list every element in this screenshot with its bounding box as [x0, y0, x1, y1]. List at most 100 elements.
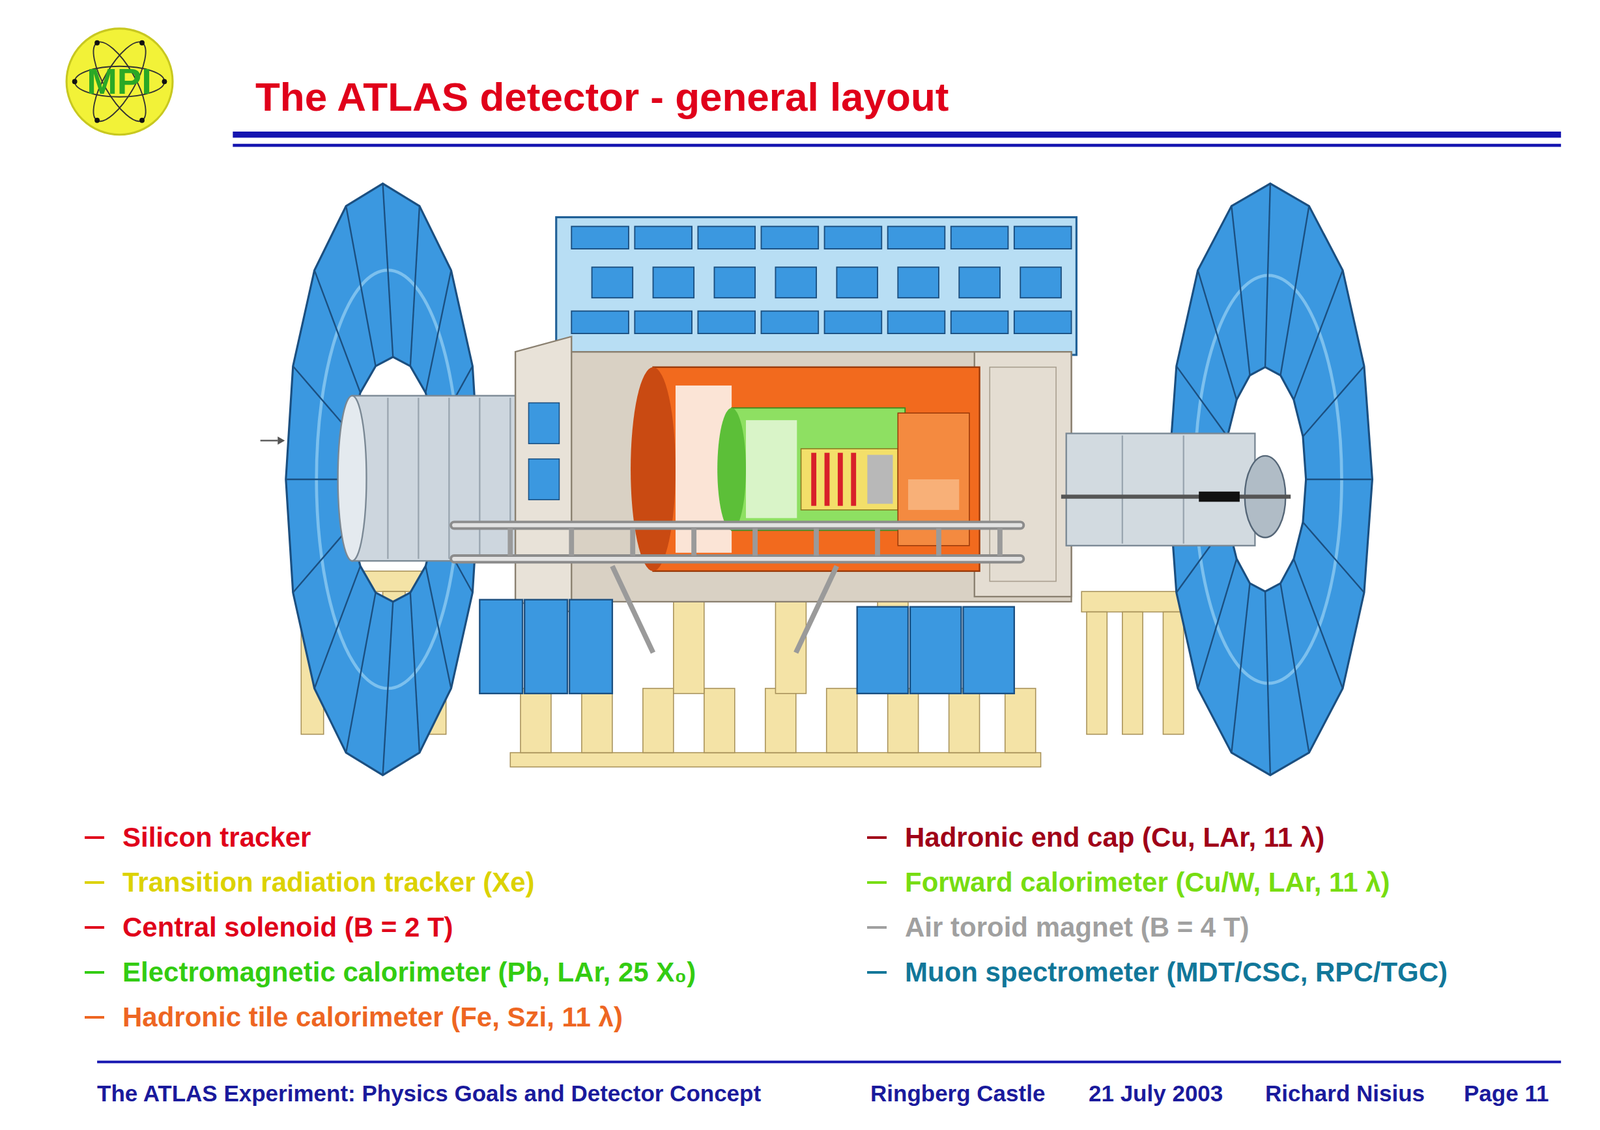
- right-muon-wheel-part-part: [1306, 478, 1373, 481]
- left-muon-wheel-part-part: [383, 601, 394, 776]
- support-feet-part: [704, 688, 735, 754]
- support-feet-part: [1162, 612, 1184, 735]
- support-feet-part: [949, 688, 980, 754]
- footer-text: The ATLAS Experiment: Physics Goals and …: [97, 1080, 761, 1107]
- left-endcap-cylinder-part: [352, 396, 531, 562]
- barrel-muon-chambers-part-part: [760, 226, 819, 249]
- legend-dash: [867, 881, 887, 885]
- support-feet-part: [520, 688, 552, 754]
- barrel-body-part: [989, 367, 1057, 582]
- right-muon-wheel-part-part: [1231, 583, 1250, 754]
- barrel-muon-chambers-part-part: [697, 311, 756, 334]
- legend-text: Muon spectrometer (MDT/CSC, RPC/TGC): [904, 957, 1448, 989]
- right-muon-wheel-part-part: [1280, 583, 1310, 754]
- left-endcap-cylinder-part-part: [417, 398, 419, 559]
- footer-text: Ringberg Castle: [870, 1080, 1045, 1107]
- barrel-muon-chambers-part-part: [634, 311, 692, 334]
- barrel-muon-chambers-part-part: [1020, 267, 1062, 298]
- right-endcap-cylinder-part: [1183, 435, 1185, 544]
- legend-dash: [84, 926, 105, 929]
- calorimeters-and-tracker-part: [908, 479, 959, 511]
- right-muon-wheel-part-part: [1293, 558, 1343, 689]
- barrel-body: [515, 336, 1072, 613]
- legend-text: Forward calorimeter (Cu/W, LAr, 11 λ): [904, 867, 1391, 899]
- calorimeters-and-tracker-part: [801, 448, 899, 511]
- right-muon-wheel-part-part: [1280, 205, 1310, 376]
- left-muon-wheel-part-part: [345, 592, 376, 754]
- right-muon-wheel-part-part: [1198, 558, 1238, 689]
- bottom-muon-chambers-part: [524, 600, 568, 694]
- left-muon-wheel-part-part: [425, 270, 451, 393]
- support-feet-part: [887, 688, 919, 754]
- right-endcap-cylinder-part: [1061, 494, 1291, 499]
- barrel-muon-chambers-part: [571, 226, 1072, 334]
- support-feet-part: [581, 688, 613, 754]
- institute-logo-part: [84, 35, 156, 129]
- title-rule-part: [232, 143, 1561, 148]
- barrel-muon-chambers-part-part: [951, 226, 1009, 249]
- barrel-muon-chambers: [556, 217, 1077, 356]
- left-muon-wheel-part-part: [425, 566, 451, 689]
- left-muon-wheel-part-part: [410, 592, 420, 754]
- toroid-coils-part-part: [629, 528, 636, 556]
- barrel-muon-chambers-part-part: [824, 226, 883, 249]
- logo-text: MPI: [86, 60, 152, 103]
- calorimeters-and-tracker-part: [745, 420, 797, 518]
- calorimeters-and-tracker-part: [824, 452, 830, 506]
- left-endcap-cylinder-part: [387, 398, 511, 559]
- legend-dash: [84, 1016, 105, 1019]
- left-endcap-cylinder-part-part: [448, 398, 450, 559]
- support-feet-part: [765, 688, 797, 754]
- barrel-muon-chambers-part-part: [571, 226, 629, 249]
- barrel-muon-chambers-part-part: [775, 267, 817, 298]
- barrel-muon-chambers-part-part: [1014, 311, 1072, 334]
- barrel-muon-chambers-part-part: [714, 267, 756, 298]
- toroid-coils-part-part: [796, 566, 838, 653]
- barrel-muon-chambers-part-part: [958, 267, 1000, 298]
- barrel-muon-chambers-part-part: [824, 311, 883, 334]
- institute-logo-part: [66, 28, 173, 135]
- institute-logo-part: [162, 78, 168, 85]
- right-muon-wheel-part-part: [1265, 183, 1271, 368]
- right-muon-wheel-part-part: [1176, 366, 1228, 437]
- legend-dash: [84, 971, 105, 974]
- toroid-coils-part: [454, 525, 1021, 559]
- left-endcap-cylinder: [338, 396, 531, 562]
- left-endcap-cylinder-part: [338, 396, 367, 562]
- right-muon-wheel-part-part: [1302, 522, 1365, 593]
- bottom-muon-chambers-part: [910, 607, 961, 694]
- bottom-muon-chambers-part: [479, 600, 523, 694]
- right-endcap-cylinder-part: [1121, 435, 1124, 544]
- institute-logo-part: [139, 117, 145, 124]
- barrel-muon-chambers-part-part: [887, 226, 946, 249]
- beam-arrow-part: [260, 439, 279, 442]
- right-muon-wheel-part-part: [1198, 270, 1238, 400]
- right-muon-wheel-part-part: [1231, 205, 1250, 376]
- calorimeters-and-tracker-part: [850, 452, 857, 506]
- toroid-coils-part-part: [874, 528, 881, 556]
- right-endcap-cylinder-part: [1066, 433, 1256, 546]
- institute-logo-part: [84, 35, 156, 129]
- toroid-coils-part-part: [936, 528, 942, 556]
- legend-text: Silicon tracker: [122, 822, 311, 854]
- footer-text: Page 11: [1463, 1080, 1549, 1107]
- toroid-coils-part: [454, 525, 1021, 559]
- legend-text: Central solenoid (B = 2 T): [122, 912, 454, 944]
- barrel-muon-chambers-part-part: [887, 311, 946, 334]
- legend-text: Electromagnetic calorimeter (Pb, LAr, 25…: [122, 957, 696, 989]
- toroid-coils-part-part: [568, 528, 574, 556]
- support-feet-part: [826, 688, 858, 754]
- barrel-muon-chambers-part-part: [897, 267, 939, 298]
- left-endcap-cylinder-part-part: [509, 398, 511, 559]
- right-muon-wheel-part-part: [1293, 270, 1343, 400]
- right-muon-wheel-part-part: [1265, 591, 1271, 776]
- calorimeters-and-tracker-part: [837, 452, 843, 506]
- right-muon-wheel-part-part: [1302, 366, 1365, 437]
- institute-logo-part: [139, 40, 145, 46]
- title-rule: [232, 131, 1561, 147]
- left-muon-wheel-part-part: [314, 270, 361, 393]
- right-endcap-cylinder: [1061, 433, 1291, 546]
- institute-logo-part: [94, 40, 100, 46]
- calorimeters-and-tracker-part: [731, 407, 905, 531]
- barrel-muon-chambers-part-part: [1014, 226, 1072, 249]
